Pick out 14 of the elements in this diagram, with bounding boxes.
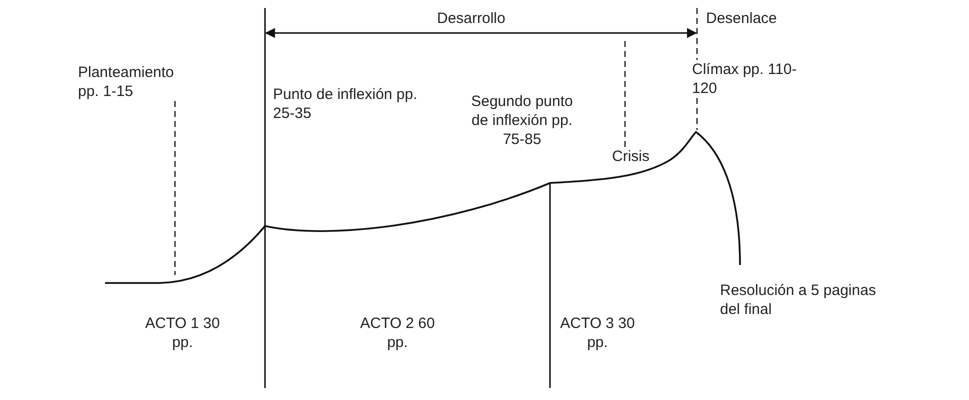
act-label: ACTO 2 60 pp.	[360, 314, 435, 352]
section-label: Desenlace	[706, 9, 777, 28]
plot-point-label: Clímax pp. 110-120	[692, 60, 797, 98]
turning-point-label: Segundo punto de inflexión pp. 75-85	[470, 92, 574, 149]
leader-line	[696, 98, 698, 130]
plot-point-label: Crisis	[612, 147, 650, 166]
act-label: ACTO 1 30 pp.	[145, 314, 220, 352]
plot-point-label: Planteamiento pp. 1-15	[78, 63, 183, 101]
leader-line	[624, 40, 626, 147]
act-label: ACTO 3 30 pp.	[560, 314, 635, 352]
resolution-label: Resolución a 5 paginas del final	[720, 281, 877, 319]
turning-point-label: Punto de inflexión pp. 25-35	[273, 85, 418, 123]
leader-line	[174, 101, 176, 275]
section-label: Desarrollo	[437, 9, 506, 28]
